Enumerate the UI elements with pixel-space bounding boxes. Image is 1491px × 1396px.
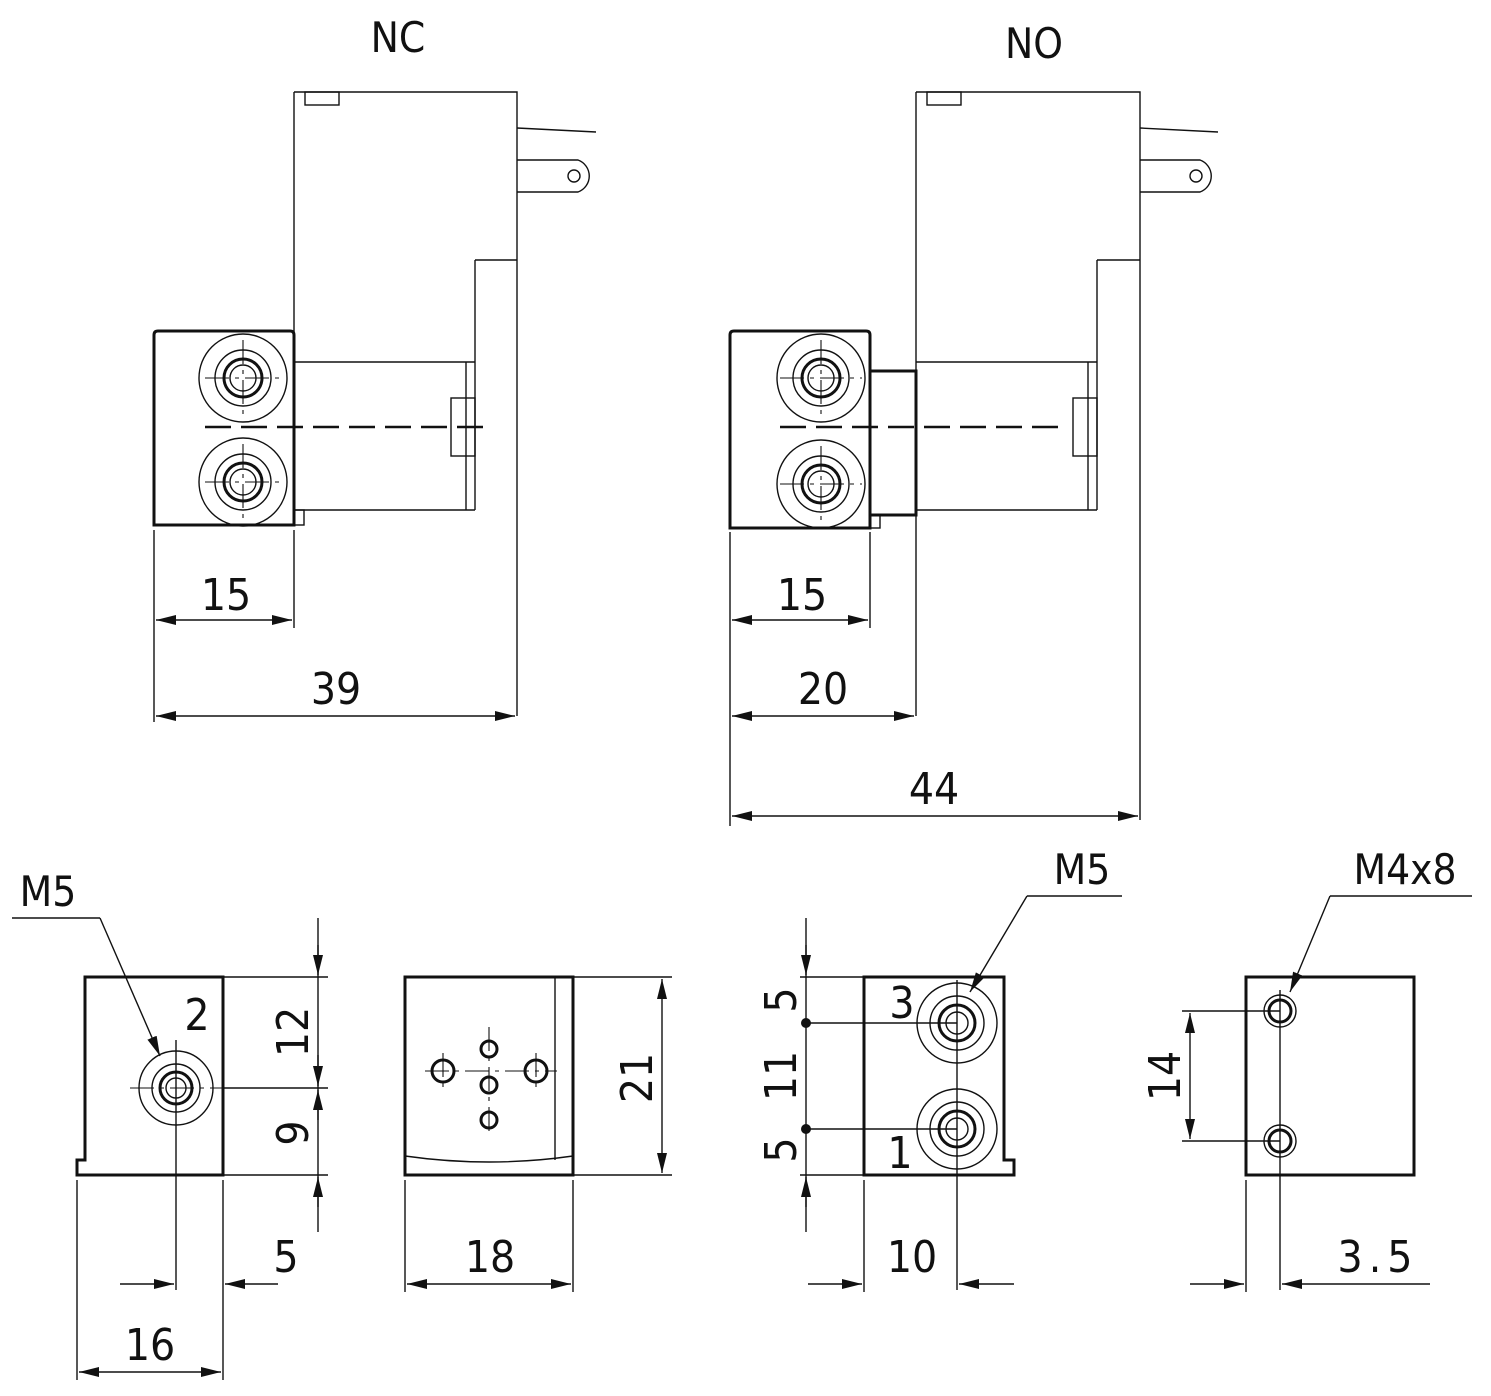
ports13-view: 3 1 M5 5 11 5 10 [756,845,1122,1292]
nc-port-upper [198,333,288,423]
nc-coil-body [293,91,518,716]
port1-number: 1 [887,1128,912,1179]
nc-armature-tube [294,361,475,511]
no-terminal-hole [1189,169,1203,183]
port2-thread-label: M5 [20,867,77,916]
no-dim-15: 15 [777,570,827,621]
pilot-holes [425,1027,557,1135]
pilot-dim-18: 18 [465,1232,515,1283]
no-armature-tube [916,361,1097,511]
port2-dim-5: 5 [273,1232,298,1283]
port2-dim-16: 16 [125,1320,175,1371]
nc-terminal-hole [567,169,581,183]
no-side-view: NO 15 20 44 [728,19,1219,826]
no-port-upper [776,333,866,423]
ports13-dim-5-top: 5 [756,987,807,1012]
no-title: NO [1005,19,1063,68]
nc-side-view: NC 15 39 [152,13,597,722]
port2-number: 2 [184,990,209,1041]
no-adapter-plate [868,369,918,517]
nc-port-lower [198,437,288,527]
pilot-dim-21: 21 [612,1053,663,1103]
port3-number: 3 [889,978,914,1029]
no-dim-44: 44 [909,764,959,815]
no-port-lower [776,439,866,529]
nc-title: NC [371,13,426,62]
port2-dim-9: 9 [268,1120,319,1145]
no-armature-stop [1072,397,1098,457]
mount-thread-label: M4x8 [1353,845,1456,894]
nc-block-step [293,509,305,526]
no-coil-body [915,91,1141,820]
pilot-face-view: 21 18 [403,975,672,1292]
mount-block [1244,975,1416,1177]
port2-dim-12: 12 [268,1007,319,1057]
no-terminal [1139,127,1219,193]
ports13-thread-label: M5 [1054,845,1111,894]
nc-coil-clip [304,91,340,106]
no-block-step [869,514,881,529]
ports13-dim-11: 11 [756,1051,807,1101]
no-dim-20: 20 [798,664,848,715]
no-coil-clip [926,91,962,106]
mount-dim-14: 14 [1140,1051,1191,1101]
port2-view: 2 M5 12 9 5 16 [12,867,328,1380]
nc-terminal [516,127,597,193]
mount-dim-3-5: 3.5 [1338,1232,1419,1283]
nc-dim-15: 15 [201,570,251,621]
ports13-dim-10: 10 [887,1232,937,1283]
ports13-dim-5-bottom: 5 [756,1137,807,1162]
nc-dim-39: 39 [311,664,361,715]
mounting-view: M4x8 14 3.5 [1140,845,1472,1292]
